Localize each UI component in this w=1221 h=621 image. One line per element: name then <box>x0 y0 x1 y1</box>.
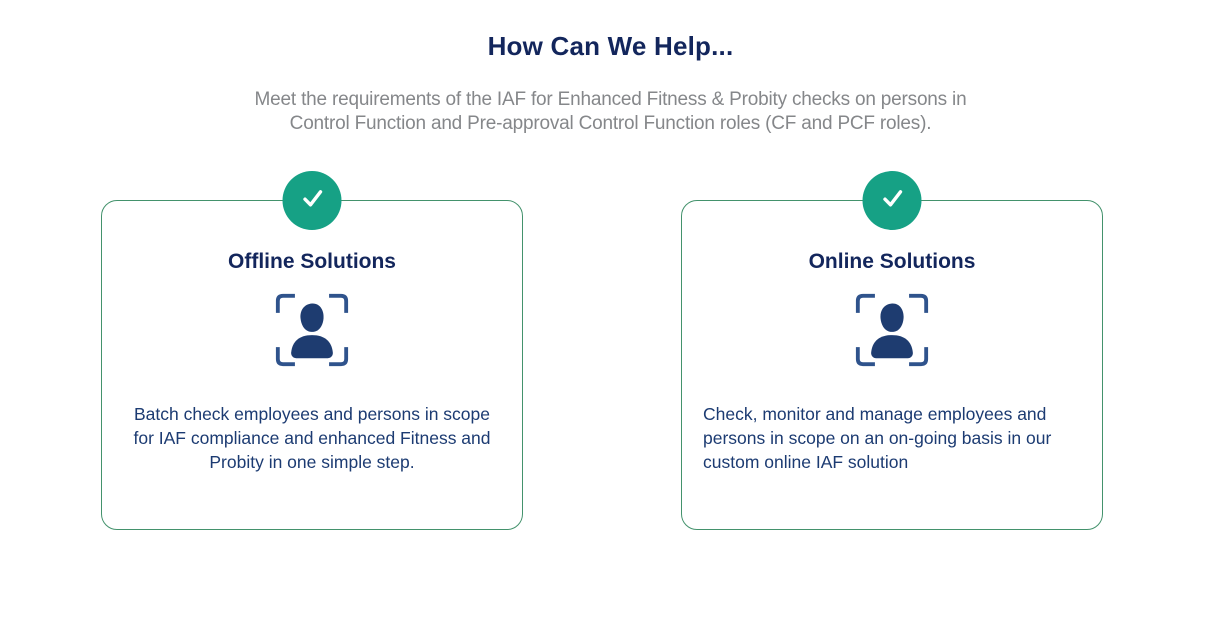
card-description: Batch check employees and persons in sco… <box>133 404 491 472</box>
checkmark-icon <box>296 182 328 219</box>
solution-cards: Offline Solutions <box>101 171 1103 530</box>
card-offline-solutions: Offline Solutions <box>101 171 523 530</box>
card-title: Online Solutions <box>808 250 976 273</box>
card-online-solutions: Online Solutions <box>681 171 1103 530</box>
page-subtitle-line-2: Control Function and Pre-approval Contro… <box>289 113 932 134</box>
checkmark-badge <box>282 171 342 230</box>
person-scan-icon <box>271 289 353 376</box>
checkmark-icon <box>876 182 908 219</box>
card-description: Check, monitor and manage employees and … <box>703 404 1052 472</box>
person-scan-icon <box>851 289 933 376</box>
page-title: How Can We Help... <box>487 31 734 61</box>
checkmark-badge <box>862 171 922 230</box>
page-subtitle: Meet the requirements of the IAF for Enh… <box>161 88 1061 136</box>
card-title: Offline Solutions <box>228 250 396 273</box>
page-subtitle-line-1: Meet the requirements of the IAF for Enh… <box>254 89 967 110</box>
